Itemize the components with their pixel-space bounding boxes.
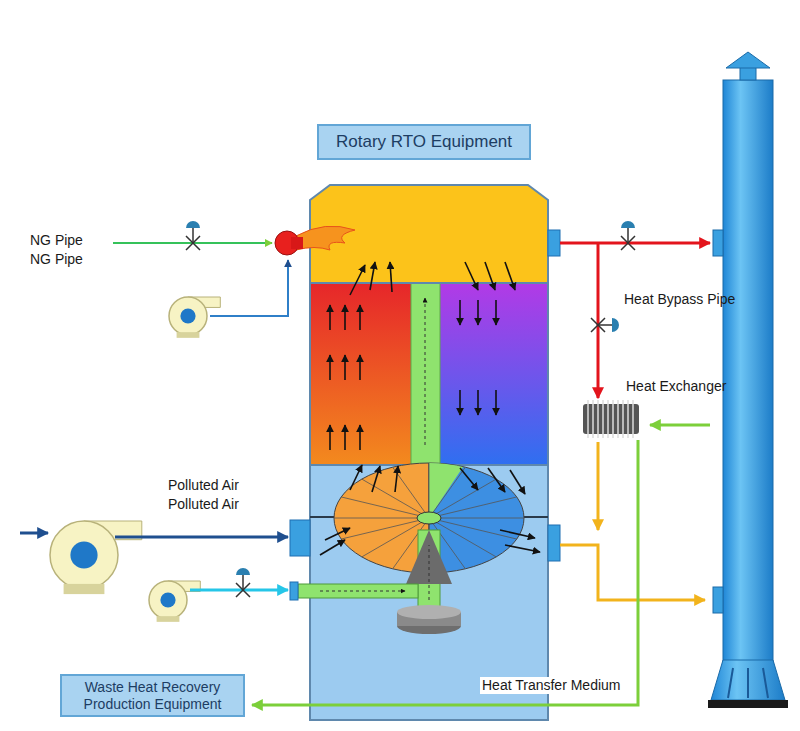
flow-label: Heat Transfer Medium	[480, 677, 623, 694]
box-text: Waste Heat Recovery Production Equipment	[70, 679, 235, 711]
flow-label: Heat Exchanger	[626, 378, 726, 395]
flow-label: Polluted Air	[168, 477, 239, 494]
title-box: Rotary RTO Equipment	[317, 124, 531, 160]
flow-label: NG Pipe	[30, 251, 83, 268]
flow-label: Heat Bypass Pipe	[624, 291, 735, 308]
box-text: Rotary RTO Equipment	[336, 132, 512, 152]
recovery-equipment-box: Waste Heat Recovery Production Equipment	[60, 674, 245, 717]
flow-label: NG Pipe	[30, 232, 83, 249]
flow-label: Polluted Air	[168, 496, 239, 513]
